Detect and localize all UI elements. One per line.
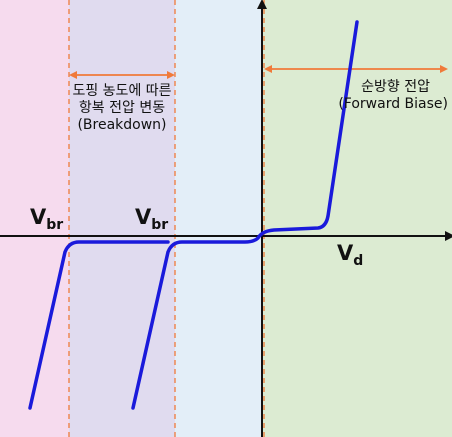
vbr-left-main: V [30, 205, 47, 229]
breakdown-annotation-line1: 도핑 농도에 따른 [72, 83, 172, 99]
vd-main: V [337, 241, 354, 265]
breakdown-annotation-line2: 항복 전압 변동 [78, 100, 166, 116]
breakdown-annotation: 도핑 농도에 따른 항복 전압 변동 (Breakdown) [52, 83, 192, 134]
forward-annotation-line2: (Forward Biase) [338, 96, 448, 112]
vbr-right-main: V [135, 205, 152, 229]
region-reverse [175, 0, 262, 437]
breakdown-annotation-line3: (Breakdown) [77, 117, 167, 133]
forward-annotation-line1: 순방향 전압 [361, 79, 430, 95]
vbr-right-label: Vbr [135, 206, 168, 236]
iv-curve-main [131, 20, 359, 410]
vd-sub: d [353, 253, 364, 269]
vbr-left-sub: br [46, 217, 64, 233]
region-forward [262, 0, 452, 437]
vbr-left-label: Vbr [30, 206, 63, 236]
region-breakdown-low [0, 0, 69, 437]
vd-label: Vd [337, 242, 363, 272]
forward-annotation: 순방향 전압 (Forward Biase) [300, 79, 448, 113]
iv-curve-breakdown-low [28, 240, 170, 410]
vbr-right-sub: br [151, 217, 169, 233]
